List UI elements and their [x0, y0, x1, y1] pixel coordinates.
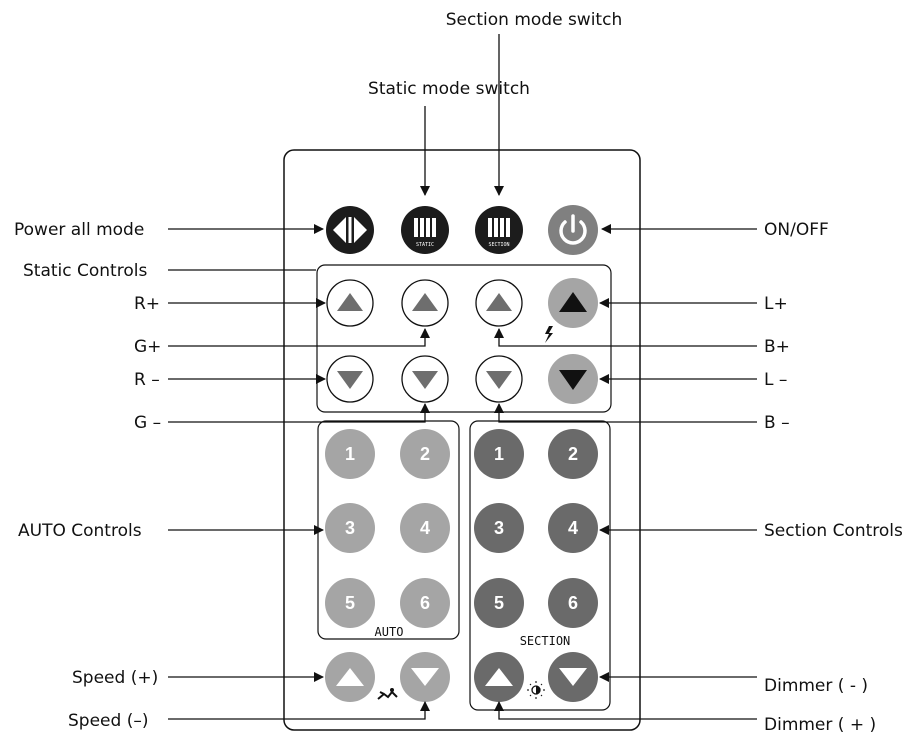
dimmer-plus-button[interactable] — [474, 652, 524, 702]
label-static-mode-switch: Static mode switch — [368, 79, 530, 99]
section-button-5[interactable]: 5 — [474, 578, 524, 628]
auto-button-2[interactable]: 2 — [400, 429, 450, 479]
auto-button-4[interactable]: 4 — [400, 503, 450, 553]
section-mode-button[interactable]: SECTION — [475, 206, 523, 254]
auto-button-5[interactable]: 5 — [325, 578, 375, 628]
static-button-text: STATIC — [416, 242, 434, 248]
label-dimmer-plus: Dimmer ( + ) — [764, 715, 876, 735]
dimmer-minus-button[interactable] — [548, 652, 598, 702]
section-controls-box — [469, 420, 611, 711]
label-section-controls: Section Controls — [764, 521, 903, 541]
speed-plus-button[interactable] — [325, 652, 375, 702]
b-minus-button[interactable] — [475, 355, 523, 403]
g-minus-button[interactable] — [401, 355, 449, 403]
static-controls-box — [316, 264, 612, 413]
label-dimmer-minus: Dimmer ( - ) — [764, 676, 868, 696]
lightning-icon — [545, 326, 553, 343]
vertical-bars-icon — [488, 218, 510, 237]
auto-button-6[interactable]: 6 — [400, 578, 450, 628]
section-group-label: SECTION — [520, 634, 571, 648]
auto-button-1[interactable]: 1 — [325, 429, 375, 479]
auto-button-3-label: 3 — [345, 518, 355, 538]
l-plus-button[interactable] — [548, 278, 598, 328]
auto-group-label: AUTO — [375, 625, 404, 639]
auto-button-4-label: 4 — [420, 518, 430, 538]
label-auto-controls: AUTO Controls — [18, 521, 142, 541]
l-minus-button[interactable] — [548, 354, 598, 404]
section-button-6-label: 6 — [568, 593, 578, 613]
section-button-3-label: 3 — [494, 518, 504, 538]
auto-button-1-label: 1 — [345, 444, 355, 464]
label-power-all-mode: Power all mode — [14, 220, 144, 240]
auto-button-2-label: 2 — [420, 444, 430, 464]
section-button-text: SECTION — [488, 242, 509, 248]
speed-minus-button[interactable] — [400, 652, 450, 702]
section-button-3[interactable]: 3 — [474, 503, 524, 553]
on-off-button[interactable] — [548, 205, 598, 255]
section-button-6[interactable]: 6 — [548, 578, 598, 628]
label-r-plus: R+ — [134, 294, 160, 314]
r-minus-button[interactable] — [326, 355, 374, 403]
power-all-mode-button[interactable] — [326, 206, 374, 254]
section-button-2[interactable]: 2 — [548, 429, 598, 479]
left-right-arrows-icon — [333, 217, 367, 243]
section-button-1[interactable]: 1 — [474, 429, 524, 479]
label-static-controls: Static Controls — [23, 261, 147, 281]
label-on-off: ON/OFF — [764, 220, 829, 240]
label-r-minus: R – — [134, 370, 160, 390]
running-person-icon — [377, 688, 398, 700]
b-plus-button[interactable] — [475, 279, 523, 327]
label-b-minus: B – — [764, 413, 790, 433]
static-mode-button[interactable]: STATIC — [401, 206, 449, 254]
auto-button-6-label: 6 — [420, 593, 430, 613]
label-section-mode-switch: Section mode switch — [446, 10, 622, 30]
section-button-4-label: 4 — [568, 518, 578, 538]
label-b-plus: B+ — [764, 337, 790, 357]
power-icon — [559, 214, 587, 245]
label-speed-plus: Speed (+) — [72, 668, 158, 688]
section-button-4[interactable]: 4 — [548, 503, 598, 553]
brightness-icon — [527, 681, 545, 699]
section-button-5-label: 5 — [494, 593, 504, 613]
auto-button-5-label: 5 — [345, 593, 355, 613]
r-plus-button[interactable] — [326, 279, 374, 327]
section-button-2-label: 2 — [568, 444, 578, 464]
callout-lines — [168, 34, 757, 720]
g-plus-button[interactable] — [401, 279, 449, 327]
label-g-minus: G – — [134, 413, 161, 433]
auto-button-3[interactable]: 3 — [325, 503, 375, 553]
label-l-minus: L – — [764, 370, 787, 390]
label-g-plus: G+ — [134, 337, 161, 357]
label-l-plus: L+ — [764, 294, 788, 314]
section-button-1-label: 1 — [494, 444, 504, 464]
vertical-bars-icon — [414, 218, 436, 237]
label-speed-minus: Speed (–) — [68, 711, 148, 731]
